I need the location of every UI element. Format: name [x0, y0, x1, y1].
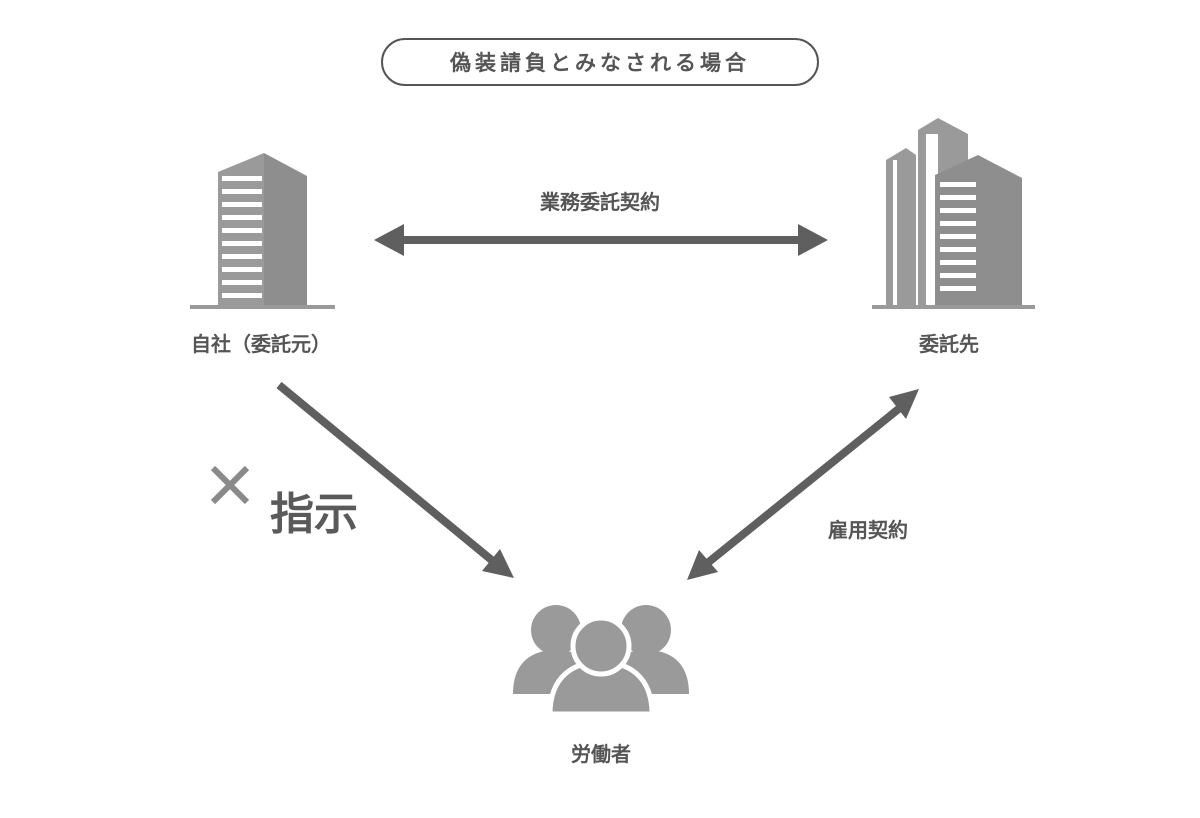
employment-contract-label: 雇用契約 [828, 518, 908, 542]
office-buildings-icon [872, 118, 1035, 309]
client-label: 自社（委託元） [191, 332, 331, 356]
outsourcing-contract-arrow [374, 224, 828, 256]
office-building-icon [190, 153, 335, 309]
diagram-title: 偽装請負とみなされる場合 [381, 38, 819, 86]
cross-icon [210, 465, 250, 505]
instruction-label: 指示 [270, 489, 358, 540]
workers-label: 労働者 [571, 742, 631, 766]
people-group-icon [513, 605, 689, 717]
employment-contract-arrow [687, 389, 919, 580]
instruction-arrow [276, 381, 514, 578]
contractor-label: 委託先 [919, 332, 979, 356]
outsourcing-contract-label: 業務委託契約 [540, 190, 660, 214]
